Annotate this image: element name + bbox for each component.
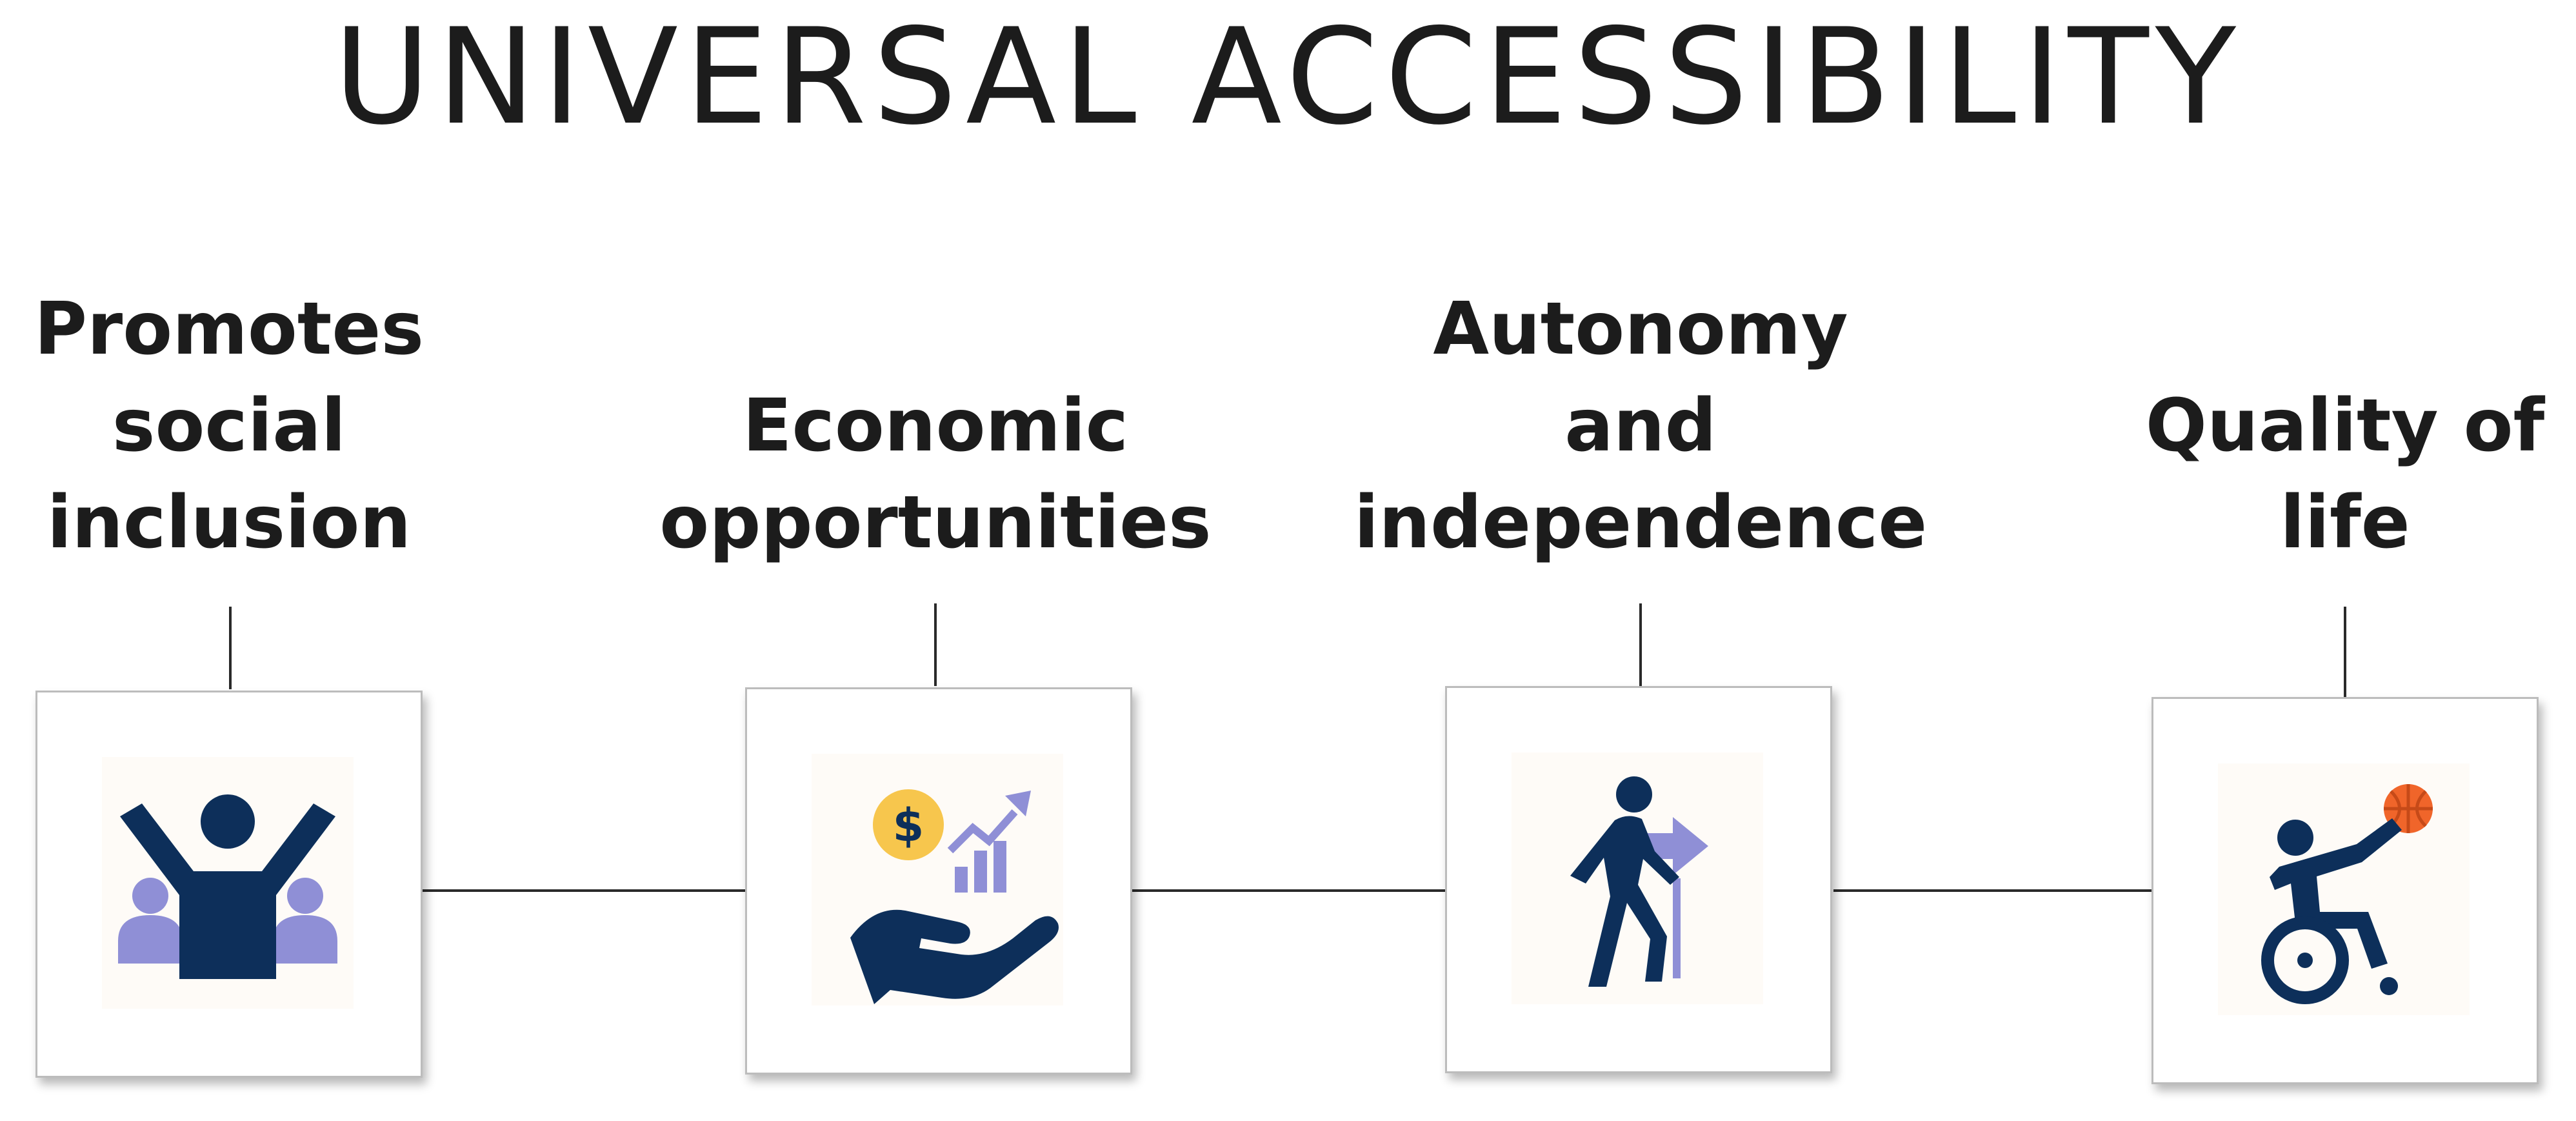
icon-tile: [102, 757, 354, 1009]
connector-horizontal-3: [1833, 889, 2152, 892]
item-label-economic-opportunities: Economic opportunities: [659, 384, 1212, 565]
page-title: UNIVERSAL ACCESSIBILITY: [334, 1, 2242, 154]
connector-horizontal-2: [1130, 889, 1446, 892]
people-cheering-icon: [118, 794, 337, 979]
connector-horizontal-1: [423, 889, 745, 892]
item-box-quality-of-life: [2152, 697, 2539, 1084]
connector-vertical-4: [2344, 607, 2346, 697]
item-box-economic-opportunities: $: [745, 687, 1132, 1075]
item-label-autonomy-independence: Autonomy and independence: [1353, 287, 1928, 565]
item-box-autonomy-independence: [1445, 686, 1832, 1073]
icon-tile: [2218, 763, 2470, 1015]
connector-vertical-1: [229, 607, 232, 689]
svg-text:$: $: [893, 799, 924, 852]
item-label-social-inclusion: Promotes social inclusion: [34, 287, 424, 565]
wheelchair-basketball-icon: [2261, 784, 2433, 1004]
money-growth-hand-icon: $: [850, 789, 1059, 1004]
elderly-walking-cane-icon: [1570, 776, 1708, 987]
item-box-social-inclusion: [35, 691, 423, 1078]
connector-vertical-3: [1639, 603, 1642, 686]
icon-tile: $: [812, 754, 1063, 1005]
item-label-quality-of-life: Quality of life: [2145, 384, 2545, 565]
icon-tile: [1512, 752, 1763, 1004]
connector-vertical-2: [934, 603, 937, 686]
